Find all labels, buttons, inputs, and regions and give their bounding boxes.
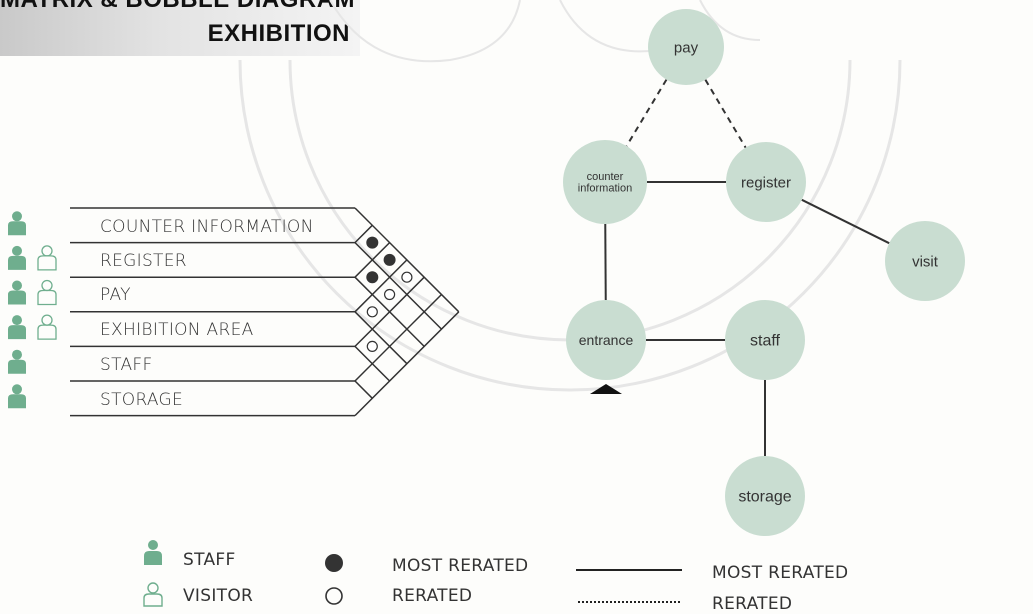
legend-staff-label: STAFF [183, 550, 236, 570]
legend-open-dot-icon [326, 588, 342, 604]
legend-related-dot-label: RERATED [392, 586, 472, 606]
legend-staff-icon [144, 540, 162, 565]
legend-visitor-label: VISITOR [183, 586, 253, 606]
legend-most-related-line-label: MOST RERATED [712, 563, 848, 583]
legend-related-line-label: RERATED [712, 594, 792, 614]
legend-most-related-dot-label: MOST RERATED [392, 556, 528, 576]
legend-visitor-icon [144, 583, 162, 606]
legend-filled-dot-icon [325, 554, 343, 572]
